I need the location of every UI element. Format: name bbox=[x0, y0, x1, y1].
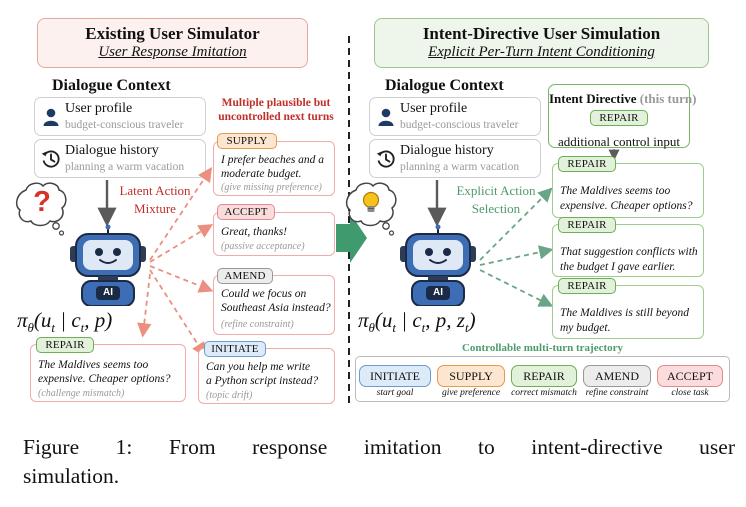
response-text: my budget. bbox=[560, 322, 611, 334]
trajectory-amend: AMEND bbox=[583, 365, 651, 387]
response-supply: I prefer beaches and a moderate budget. … bbox=[213, 141, 335, 196]
green-response-1: The Maldives seems too expensive. Cheape… bbox=[552, 163, 704, 218]
turns-note-line2: uncontrolled next turns bbox=[218, 111, 334, 123]
left-history-label: Dialogue history bbox=[65, 143, 159, 158]
right-subtitle: Explicit Per-Turn Intent Conditioning bbox=[428, 44, 655, 60]
left-context-heading: Dialogue Context bbox=[52, 77, 171, 94]
turns-note: Multiple plausible but uncontrolled next… bbox=[203, 96, 349, 124]
robot-right bbox=[400, 224, 476, 306]
response-text: expensive. Cheaper options? bbox=[560, 200, 693, 212]
right-profile-label: User profile bbox=[400, 101, 468, 116]
response-text: Can you help me write bbox=[206, 361, 311, 373]
right-context-heading: Dialogue Context bbox=[385, 77, 504, 94]
right-profile-box: User profile budget-conscious traveler bbox=[369, 97, 541, 136]
right-profile-value: budget-conscious traveler bbox=[400, 119, 519, 131]
response-text: That suggestion conflicts with bbox=[560, 246, 698, 258]
response-initiate: Can you help me write a Python script in… bbox=[198, 348, 335, 404]
trajectory-title: Controllable multi-turn trajectory bbox=[461, 342, 624, 354]
intent-directive-turn: (this turn) bbox=[639, 91, 697, 106]
user-icon bbox=[43, 108, 59, 126]
right-formula: πθ(ut | ct, p, zt) bbox=[358, 308, 476, 336]
response-note: (refine constraint) bbox=[221, 319, 294, 330]
left-profile-value: budget-conscious traveler bbox=[65, 119, 184, 131]
response-repair: The Maldives seems too expensive. Cheape… bbox=[30, 344, 186, 402]
left-profile-box: User profile budget-conscious traveler bbox=[34, 97, 206, 136]
robot-left bbox=[70, 224, 146, 306]
right-history-value: planning a warm vacation bbox=[400, 161, 520, 173]
history-icon bbox=[376, 150, 395, 168]
green-response-3: The Maldives is still beyond my budget. bbox=[552, 285, 704, 339]
tag-repair: REPAIR bbox=[558, 217, 616, 233]
explicit-action-label: Explicit Action Selection bbox=[446, 182, 546, 218]
latent-line1: Latent Action bbox=[119, 183, 191, 198]
robot-left-badge: AI bbox=[103, 287, 113, 298]
trajectory-caption: close task bbox=[671, 388, 709, 398]
tag-repair: REPAIR bbox=[558, 278, 616, 294]
right-history-box: Dialogue history planning a warm vacatio… bbox=[369, 139, 541, 178]
response-note: (challenge mismatch) bbox=[38, 388, 125, 399]
right-header: Intent-Directive User Simulation Explici… bbox=[374, 18, 709, 68]
latent-action-label: Latent Action Mixture bbox=[110, 182, 200, 218]
explicit-line2: Selection bbox=[471, 201, 521, 216]
user-icon bbox=[378, 108, 394, 126]
question-mark: ? bbox=[33, 186, 51, 218]
trajectory-supply: SUPPLY bbox=[437, 365, 505, 387]
response-text: I prefer beaches and a bbox=[221, 154, 325, 166]
tag-repair: REPAIR bbox=[558, 156, 616, 172]
left-header: Existing User Simulator User Response Im… bbox=[37, 18, 308, 68]
response-note: (topic drift) bbox=[206, 390, 253, 401]
left-history-box: Dialogue history planning a warm vacatio… bbox=[34, 139, 206, 178]
trajectory-caption: correct mismatch bbox=[511, 388, 577, 398]
tag-repair: REPAIR bbox=[36, 337, 94, 353]
robot-right-badge: AI bbox=[433, 287, 443, 298]
response-text: Southeast Asia instead? bbox=[221, 302, 331, 314]
response-text: moderate budget. bbox=[221, 168, 302, 180]
right-history-label: Dialogue history bbox=[400, 143, 494, 158]
trajectory-accept: ACCEPT bbox=[657, 365, 723, 387]
turns-note-line1: Multiple plausible but bbox=[221, 97, 331, 109]
left-title: Existing User Simulator bbox=[85, 24, 260, 43]
thought-bubble bbox=[15, 182, 67, 236]
response-text: Could we focus on bbox=[221, 288, 307, 300]
caption-line1: Figure 1: From response imitation to int… bbox=[23, 435, 735, 459]
response-note: (give missing preference) bbox=[221, 182, 322, 193]
left-subtitle: User Response Imitation bbox=[98, 44, 247, 60]
trajectory-initiate: INITIATE bbox=[359, 365, 431, 387]
response-text: the budget I gave earlier. bbox=[560, 261, 676, 273]
lightbulb-icon bbox=[362, 191, 380, 212]
latent-line2: Mixture bbox=[134, 201, 176, 216]
trajectory-caption: refine constraint bbox=[585, 388, 649, 398]
response-text: expensive. Cheaper options? bbox=[38, 373, 171, 385]
thought-bubble-right bbox=[345, 182, 397, 236]
figure-caption: Figure 1: From response imitation to int… bbox=[23, 433, 735, 491]
response-text: The Maldives seems too bbox=[560, 185, 671, 197]
tag-amend: AMEND bbox=[217, 268, 273, 284]
response-text: The Maldives seems too bbox=[38, 359, 149, 371]
tag-initiate: INITIATE bbox=[204, 341, 266, 357]
response-note: (passive acceptance) bbox=[221, 241, 305, 252]
response-text: a Python script instead? bbox=[206, 375, 319, 387]
trajectory-box bbox=[355, 356, 730, 402]
history-icon bbox=[41, 150, 60, 168]
intent-directive-title: Intent Directive bbox=[549, 91, 637, 106]
control-input-label: additional control input bbox=[557, 134, 681, 149]
response-text: Great, thanks! bbox=[221, 226, 288, 238]
left-formula: πθ(ut | ct, p) bbox=[17, 308, 113, 336]
response-amend: Could we focus on Southeast Asia instead… bbox=[213, 275, 335, 335]
left-profile-label: User profile bbox=[65, 101, 133, 116]
left-history-value: planning a warm vacation bbox=[65, 161, 185, 173]
right-title: Intent-Directive User Simulation bbox=[422, 24, 661, 43]
trajectory-caption: give preference bbox=[441, 388, 501, 398]
trajectory-repair: REPAIR bbox=[511, 365, 577, 387]
response-text: The Maldives is still beyond bbox=[560, 307, 690, 319]
trajectory-caption: start goal bbox=[376, 388, 414, 398]
explicit-line1: Explicit Action bbox=[456, 183, 536, 198]
tag-supply: SUPPLY bbox=[217, 133, 277, 149]
tag-accept: ACCEPT bbox=[217, 204, 275, 220]
caption-line2: simulation. bbox=[23, 464, 120, 488]
directive-repair-tag: REPAIR bbox=[590, 110, 648, 126]
